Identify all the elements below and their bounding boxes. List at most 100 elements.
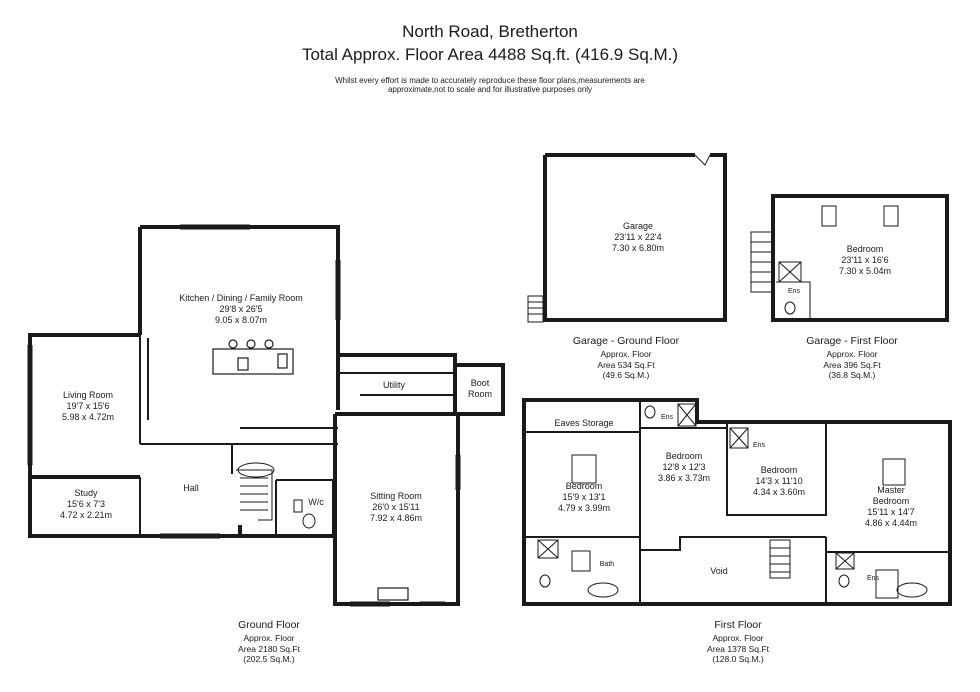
room-dim-imperial: 19'7 x 15'6 xyxy=(66,401,110,411)
room-dim-metric: 9.05 x 8.07m xyxy=(214,315,268,325)
room-dim-imperial: 29'8 x 26'5 xyxy=(219,304,263,314)
room-dim-imperial: 12'8 x 12'3 xyxy=(662,462,706,472)
room-hall: Hall xyxy=(183,483,199,494)
room-name: Ens xyxy=(787,288,801,295)
first-floor-fixtures xyxy=(537,403,928,599)
room-utility: Utility xyxy=(383,380,405,391)
room-name: Sitting Room xyxy=(370,491,422,501)
room-dim-imperial: 14'3 x 11'10 xyxy=(755,476,803,486)
room-sitting: Sitting Room 26'0 x 15'11 7.92 x 4.86m xyxy=(370,491,422,524)
disclaimer-line-2: approximate,not to scale and for illustr… xyxy=(387,85,593,94)
caption-line-3: (128.0 Sq.M.) xyxy=(712,654,764,664)
total-floor-area: Total Approx. Floor Area 4488 Sq.ft. (41… xyxy=(301,45,679,64)
room-name-line-2: Bedroom xyxy=(872,496,910,506)
caption-line-1: Approx. Floor xyxy=(600,349,652,359)
room-wc: W/c xyxy=(308,497,324,508)
room-name-line-2: Room xyxy=(467,389,493,399)
caption-line-1: Approx. Floor xyxy=(243,633,295,643)
room-name: Garage xyxy=(622,221,654,231)
fireplace xyxy=(377,587,409,601)
room-ensuite-1: Ens xyxy=(661,412,673,423)
room-name: Living Room xyxy=(62,390,114,400)
room-name: Utility xyxy=(383,380,405,390)
room-name: Ens xyxy=(660,414,674,421)
disclaimer: Whilst every effort is made to accuratel… xyxy=(0,76,980,94)
garage-ground-stairs xyxy=(527,154,711,323)
room-dim-metric: 4.86 x 4.44m xyxy=(864,518,918,528)
room-ensuite-3: Ens xyxy=(867,573,879,584)
caption-line-3: (202.5 Sq.M.) xyxy=(243,654,295,664)
caption-title: First Floor xyxy=(714,619,762,631)
room-name: Bath xyxy=(599,561,615,568)
caption-garage-first-floor: Garage - First Floor Approx. Floor Area … xyxy=(806,333,898,381)
room-dim-metric: 5.98 x 4.72m xyxy=(61,412,115,422)
kitchen-island xyxy=(212,339,294,375)
room-name: Study xyxy=(74,488,98,498)
room-dim-imperial: 23'11 x 16'6 xyxy=(841,255,889,265)
room-name: Hall xyxy=(183,483,199,493)
room-master-bedroom: Master Bedroom 15'11 x 14'7 4.86 x 4.44m xyxy=(865,485,917,529)
room-name: Ens xyxy=(866,575,880,582)
room-boot: Boot Room xyxy=(468,378,492,400)
caption-line-2: Area 396 Sq.Ft xyxy=(823,359,881,370)
room-name: Eaves Storage xyxy=(554,418,614,428)
room-dim-imperial: 23'11 x 22'4 xyxy=(614,232,662,242)
room-dim-imperial: 15'6 x 7'3 xyxy=(67,499,105,509)
caption-line-2: Area 2180 Sq.Ft xyxy=(238,643,300,654)
room-dim-imperial: 15'9 x 13'1 xyxy=(562,492,606,502)
caption-ground-floor: Ground Floor Approx. Floor Area 2180 Sq.… xyxy=(238,617,300,665)
ground-floor-windows xyxy=(27,224,461,607)
room-kitchen: Kitchen / Dining / Family Room 29'8 x 26… xyxy=(179,293,303,326)
caption-line-1: Approx. Floor xyxy=(826,349,878,359)
caption-garage-ground-floor: Garage - Ground Floor Approx. Floor Area… xyxy=(573,333,679,381)
caption-line-1: Approx. Floor xyxy=(712,633,764,643)
room-name: Ens xyxy=(752,442,766,449)
room-name: W/c xyxy=(308,497,324,507)
room-void: Void xyxy=(710,566,728,577)
room-name: Void xyxy=(710,566,728,576)
room-dim-metric: 4.34 x 3.60m xyxy=(752,487,806,497)
caption-first-floor: First Floor Approx. Floor Area 1378 Sq.F… xyxy=(707,617,769,665)
room-name: Kitchen / Dining / Family Room xyxy=(179,293,303,303)
first-floor-internal xyxy=(524,400,950,604)
room-dim-imperial: 15'11 x 14'7 xyxy=(867,507,915,517)
plan-title: North Road, Bretherton xyxy=(402,22,578,41)
room-name: Bedroom xyxy=(846,244,884,254)
room-bedroom-a: Bedroom 15'9 x 13'1 4.79 x 3.99m xyxy=(558,481,610,514)
first-floor-walls xyxy=(522,398,952,606)
room-living: Living Room 19'7 x 15'6 5.98 x 4.72m xyxy=(62,390,114,423)
garage-first-internal xyxy=(750,205,899,318)
room-name: Bedroom xyxy=(565,481,603,491)
room-name-line-1: Master xyxy=(877,485,905,495)
caption-title: Garage - Ground Floor xyxy=(572,335,680,347)
room-dim-metric: 7.92 x 4.86m xyxy=(369,513,423,523)
ground-floor-walls xyxy=(28,225,505,606)
ground-floor-stairs xyxy=(236,462,275,521)
room-garage-ensuite: Ens xyxy=(788,286,800,297)
room-dim-metric: 4.79 x 3.99m xyxy=(557,503,611,513)
room-dim-metric: 7.30 x 5.04m xyxy=(838,266,892,276)
room-dim-metric: 3.86 x 3.73m xyxy=(657,473,711,483)
room-dim-metric: 7.30 x 6.80m xyxy=(611,243,665,253)
room-bedroom-b: Bedroom 12'8 x 12'3 3.86 x 3.73m xyxy=(658,451,710,484)
room-bedroom-c: Bedroom 14'3 x 11'10 4.34 x 3.60m xyxy=(753,465,805,498)
caption-title: Garage - First Floor xyxy=(806,335,898,347)
room-ensuite-2: Ens xyxy=(753,440,765,451)
caption-line-3: (49.6 Sq.M.) xyxy=(602,370,650,380)
disclaimer-line-1: Whilst every effort is made to accuratel… xyxy=(335,76,645,85)
ground-floor-internal-walls xyxy=(30,335,455,536)
caption-line-2: Area 1378 Sq.Ft xyxy=(707,643,769,654)
room-study: Study 15'6 x 7'3 4.72 x 2.21m xyxy=(60,488,112,521)
room-name: Bedroom xyxy=(665,451,703,461)
room-garage-bedroom: Bedroom 23'11 x 16'6 7.30 x 5.04m xyxy=(839,244,891,277)
room-name: Bedroom xyxy=(760,465,798,475)
room-dim-metric: 4.72 x 2.21m xyxy=(59,510,113,520)
room-bath: Bath xyxy=(600,559,614,570)
room-garage: Garage 23'11 x 22'4 7.30 x 6.80m xyxy=(612,221,664,254)
room-dim-imperial: 26'0 x 15'11 xyxy=(372,502,420,512)
room-name-line-1: Boot xyxy=(470,378,490,388)
caption-title: Ground Floor xyxy=(238,619,300,631)
wc-fixtures xyxy=(293,499,316,529)
garage-ground-walls xyxy=(543,153,727,322)
